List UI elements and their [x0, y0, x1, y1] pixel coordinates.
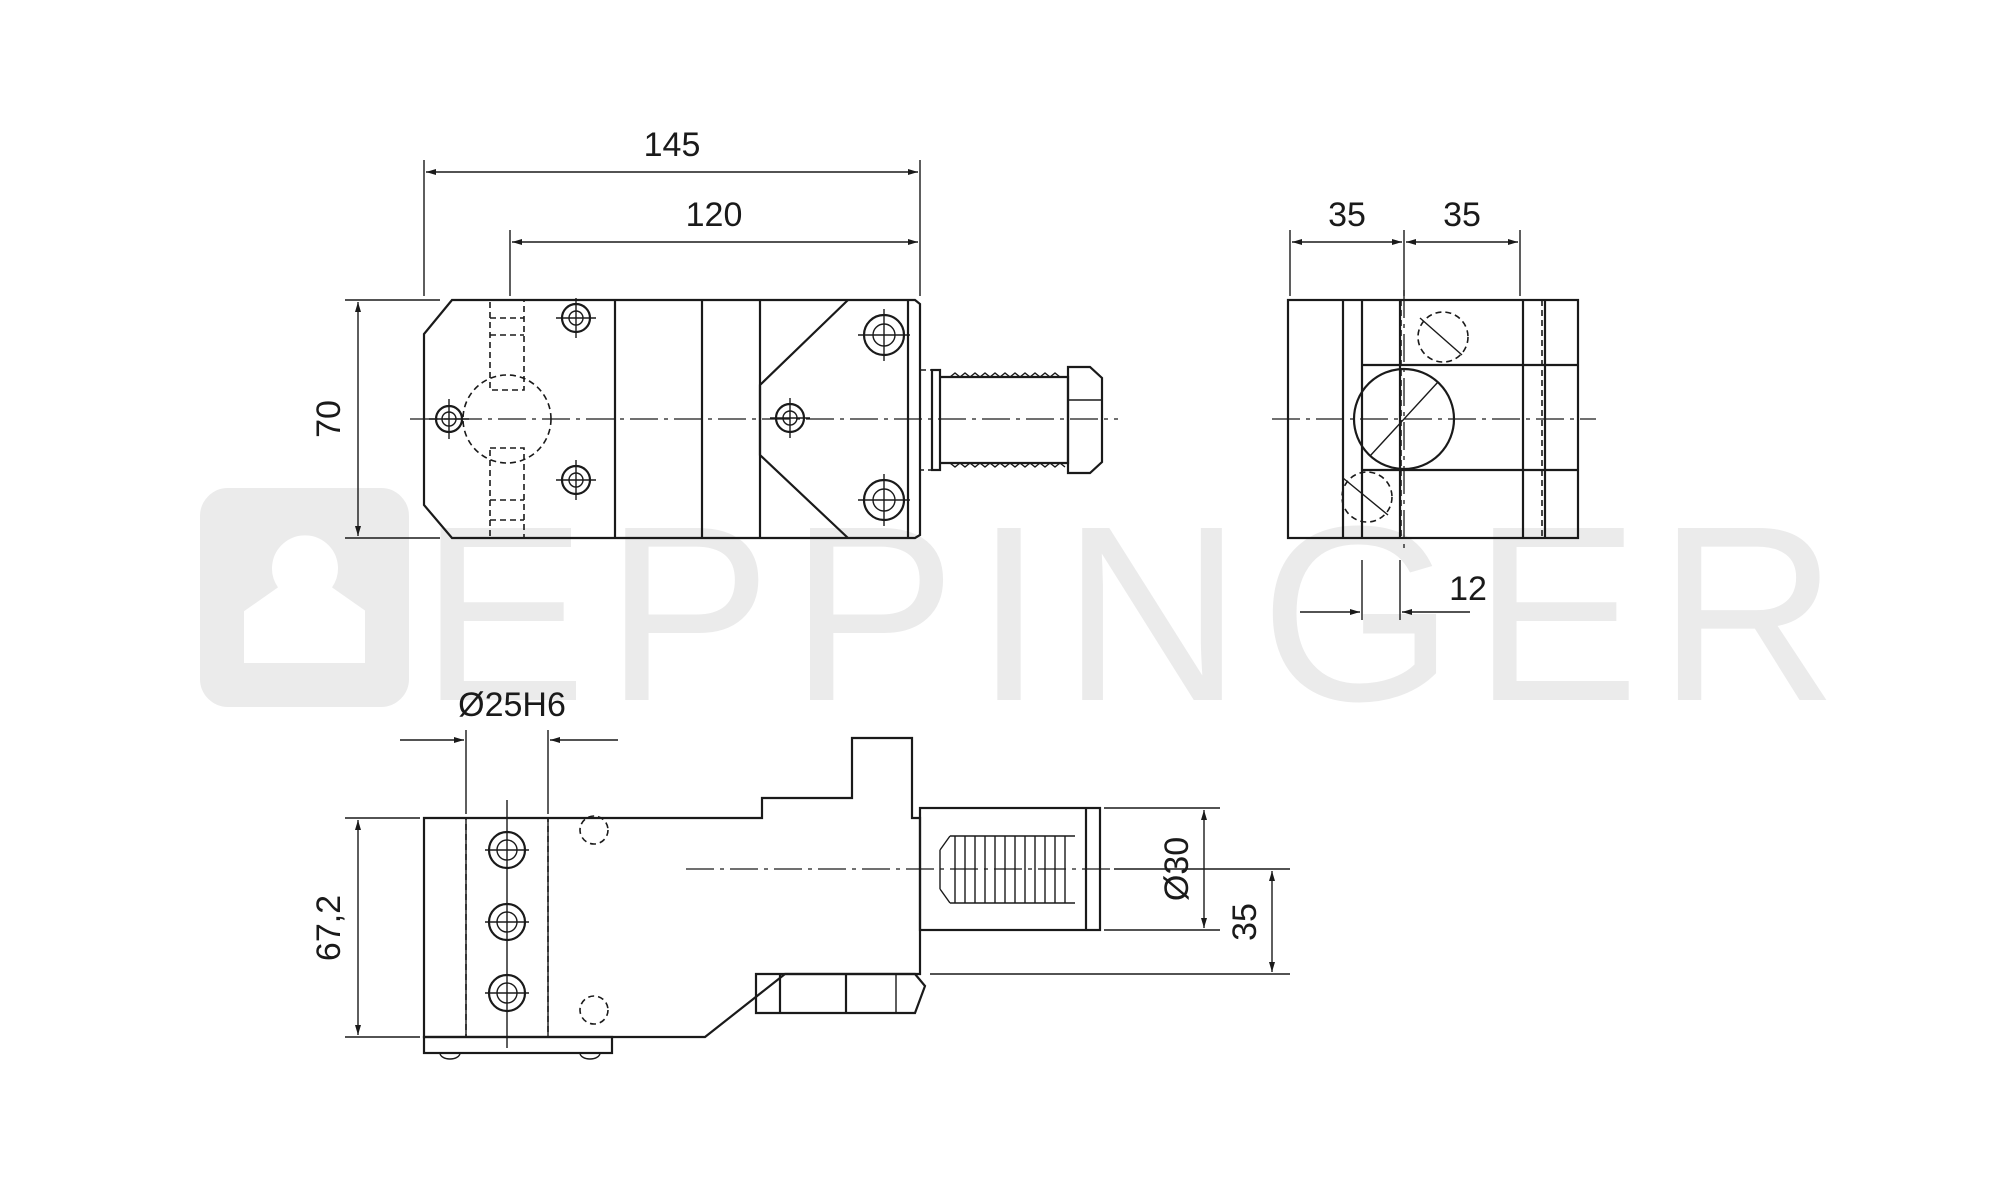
front-view [410, 298, 1118, 540]
bottom-view [422, 736, 1110, 1060]
dim-side-left: 35 [1328, 196, 1366, 234]
dim-spindle-height: 35 [1226, 903, 1264, 941]
dim-bore-diameter: Ø25H6 [458, 686, 566, 724]
dim-body-length: 120 [686, 196, 743, 234]
dim-spindle-diameter: Ø30 [1158, 837, 1196, 901]
watermark: EPPINGER [200, 474, 1856, 753]
watermark-logo [200, 488, 409, 707]
dimension-labels: 145 120 70 35 35 12 Ø25H6 67,2 Ø30 35 [310, 126, 1487, 961]
dimension-lines [345, 160, 1521, 1038]
dim-bottom-height: 67,2 [310, 895, 348, 961]
dim-overall-length: 145 [644, 126, 701, 164]
dim-side-offset: 12 [1449, 570, 1487, 608]
dim-side-right: 35 [1443, 196, 1481, 234]
dim-height-front: 70 [310, 400, 348, 438]
side-view [1272, 290, 1596, 548]
watermark-text: EPPINGER [420, 474, 1856, 753]
